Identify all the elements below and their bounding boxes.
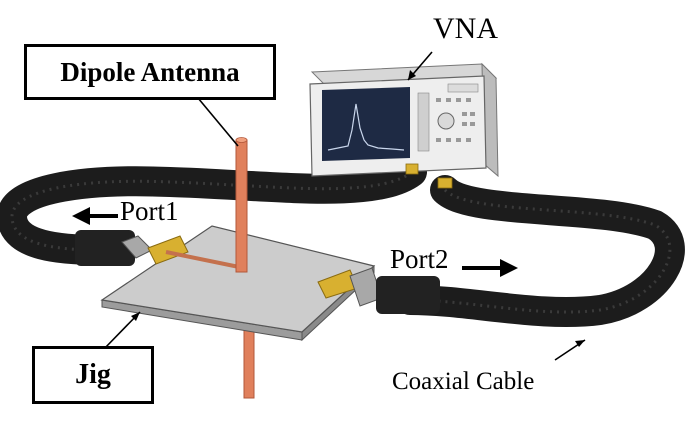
coaxial-cable-label: Coaxial Cable (392, 368, 535, 395)
port2-label: Port2 (390, 244, 449, 274)
left-coaxial-cable (0, 157, 427, 265)
vna-arrowhead (408, 70, 416, 80)
port1-label: Port1 (120, 196, 179, 226)
right-coaxial-cable (395, 175, 685, 327)
jig-arrowhead (131, 312, 140, 321)
vna-label: VNA (433, 12, 498, 45)
jig-port1-connector (75, 230, 245, 270)
vna-screen (322, 87, 410, 161)
port1-arrow (72, 207, 118, 225)
leader-arrowheads (131, 70, 585, 347)
dipole-antenna-label: Dipole Antenna (24, 44, 276, 100)
dipole-antenna (235, 137, 248, 273)
dipole-leader-line (197, 97, 239, 147)
jig-port2-connector (317, 267, 440, 314)
jig-label: Jig (32, 346, 154, 404)
vna-keypad (417, 83, 479, 152)
coaxial-arrowhead (575, 340, 585, 347)
vna-port-connectors (405, 163, 453, 189)
vna-instrument (309, 62, 499, 189)
port2-arrow (462, 259, 518, 277)
